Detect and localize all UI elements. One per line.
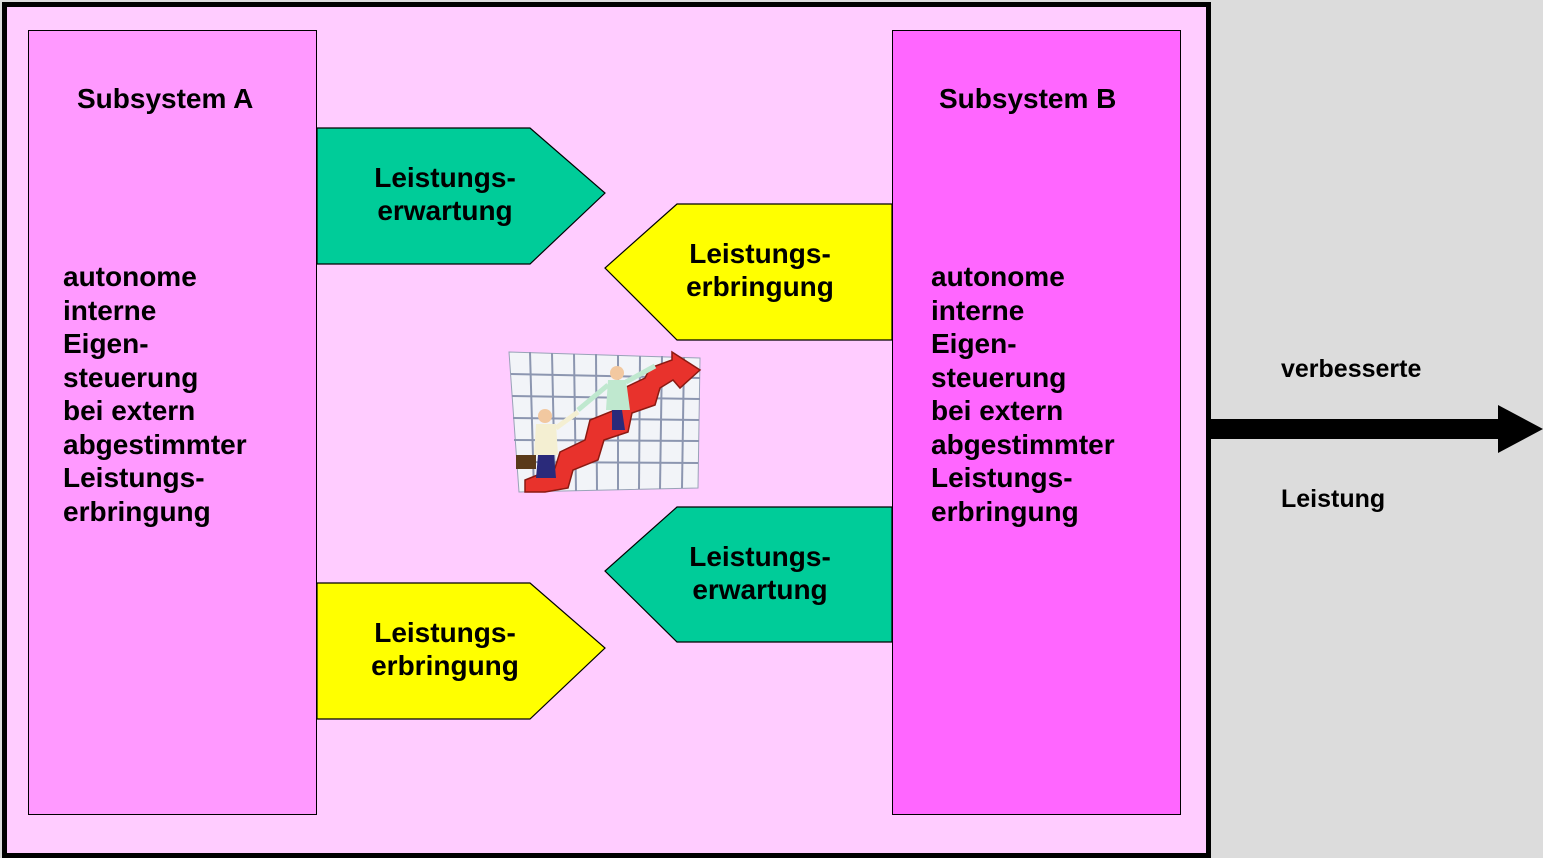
subsystem-b-line: bei extern <box>931 395 1064 426</box>
subsystem-a-line: Eigen- <box>63 328 149 359</box>
output-arrow <box>1211 405 1543 453</box>
arrow-delivery-a-to-b <box>316 582 606 720</box>
subsystem-b-line: steuerung <box>931 361 1067 393</box>
arrow-label-line: Leistungs- <box>374 162 516 193</box>
subsystem-a-line: abgestimmter <box>63 428 247 460</box>
output-label-line1: verbesserte <box>1281 355 1422 383</box>
arrow-label-top-left: Leistungs- erbringung <box>655 237 865 303</box>
subsystem-b-description: autonome interne Eigen- steuerung bei ex… <box>931 260 1115 528</box>
subsystem-b-line: Leistungs- <box>931 462 1073 493</box>
output-label-line2: Leistung <box>1281 485 1386 513</box>
arrow-label-line: Leistungs- <box>374 617 516 648</box>
subsystem-b-line: erbringung <box>931 495 1079 527</box>
subsystem-a-title: Subsystem A <box>77 83 254 114</box>
subsystem-a-description: autonome interne Eigen- steuerung bei ex… <box>63 260 247 528</box>
arrow-label-line: erwartung <box>692 574 828 605</box>
subsystem-b-line: interne <box>931 294 1025 326</box>
arrow-label-top-right: Leistungs- erwartung <box>340 161 550 227</box>
arrow-label-line: Leistungs- <box>689 541 831 572</box>
subsystem-a-box: Subsystem A autonome interne Eigen- steu… <box>28 30 317 815</box>
subsystem-a-line: erbringung <box>63 495 211 527</box>
arrow-label-bottom-right: Leistungs- erbringung <box>340 616 550 682</box>
arrow-label-bottom-left: Leistungs- erwartung <box>655 540 865 606</box>
subsystem-a-line: autonome <box>63 261 197 292</box>
arrow-label-line: erbringung <box>686 271 834 302</box>
arrow-delivery-b-to-a <box>604 203 893 341</box>
subsystem-b-line: autonome <box>931 261 1065 292</box>
subsystem-b-box: Subsystem B autonome interne Eigen- steu… <box>892 30 1181 815</box>
subsystem-a-line: Leistungs- <box>63 462 205 493</box>
arrow-label-line: erbringung <box>371 650 519 681</box>
arrow-expectation-b-to-a <box>604 506 893 643</box>
arrow-label-line: erwartung <box>377 195 513 226</box>
subsystem-a-line: bei extern <box>63 395 196 426</box>
subsystem-a-line: steuerung <box>63 361 199 393</box>
subsystem-b-line: Eigen- <box>931 328 1017 359</box>
arrow-expectation-a-to-b <box>316 127 606 265</box>
subsystem-b-title: Subsystem B <box>939 83 1117 114</box>
teamwork-stairs-clipart <box>508 350 702 493</box>
subsystem-b-line: abgestimmter <box>931 428 1115 460</box>
arrow-label-line: Leistungs- <box>689 238 831 269</box>
subsystem-a-line: interne <box>63 294 157 326</box>
